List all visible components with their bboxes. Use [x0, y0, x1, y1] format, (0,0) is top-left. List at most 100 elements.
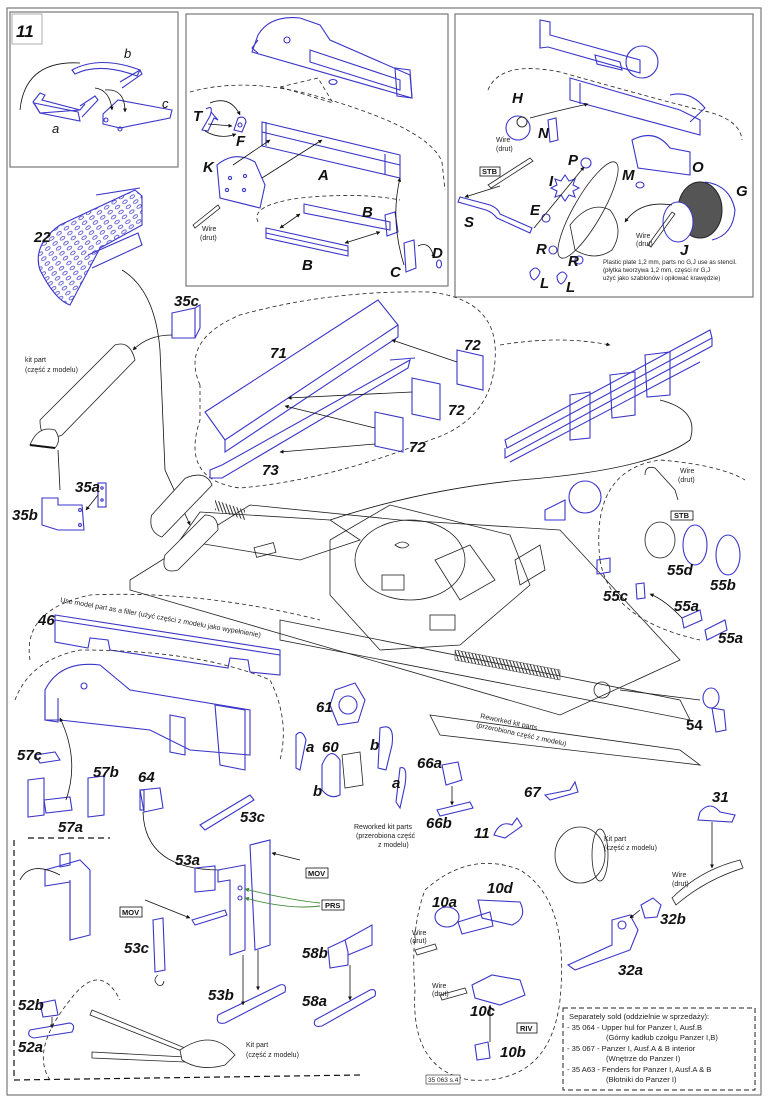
label-60-a-right: a — [392, 775, 400, 792]
inset-11-label-c: c — [162, 96, 169, 111]
part-57-group: 57c 57b 57a — [14, 649, 284, 836]
mov-tag-1: MOV — [308, 869, 325, 878]
label-H: H — [512, 90, 524, 107]
wire-10a-1: Wire — [412, 930, 426, 937]
filler-note: Use model part as a filler (użyć części … — [60, 597, 262, 639]
wire-note-G-2: (drut) — [496, 146, 513, 153]
label-32b: 32b — [660, 911, 686, 928]
label-72-c: 72 — [409, 439, 426, 456]
note-kit-part-exhaust-1: kit part — [25, 357, 46, 364]
label-53c-upper: 53c — [240, 809, 266, 826]
inset-11-label-b: b — [124, 46, 131, 61]
label-66a: 66a — [417, 755, 442, 772]
label-67: 67 — [524, 784, 541, 801]
label-I: I — [549, 173, 554, 190]
kit-part-light-2: (część z modelu) — [604, 845, 657, 852]
label-46: 46 — [37, 612, 55, 629]
label-J: J — [680, 242, 689, 259]
label-10a: 10a — [432, 894, 457, 911]
label-58a: 58a — [302, 993, 327, 1010]
label-55b: 55b — [710, 577, 736, 594]
label-D: D — [432, 245, 443, 262]
label-53c-lower: 53c — [124, 940, 150, 957]
part-54-group: 54 — [619, 687, 727, 734]
label-O: O — [692, 159, 704, 176]
label-72-a: 72 — [464, 337, 481, 354]
label-57c: 57c — [17, 747, 43, 764]
separately-sold-item-3-line-2: (Błotniki do Panzer I) — [606, 1075, 677, 1084]
label-31: 31 — [712, 789, 729, 806]
reworked-60-2: (przerobiona część — [356, 833, 416, 840]
inset-step-11: 11 a b c — [9, 11, 179, 168]
label-E: E — [530, 202, 541, 219]
label-57a: 57a — [58, 819, 83, 836]
part-60-61-group: 61 a 60 b b a Reworked kit parts (przero… — [295, 682, 416, 849]
part-64-group: 64 — [138, 769, 221, 871]
inset-box-G: H Wire (drut) N STB S P I E M O G J — [454, 13, 754, 298]
part-53-group: 53a MOV MOV PRS 53c 53b 58b 58a 5 — [13, 837, 376, 1081]
wire-note-A-1: Wire — [202, 226, 216, 233]
stencil-note-2: (płytka tworzywa 1,2 mm, części nr G,J — [603, 267, 710, 274]
label-S: S — [464, 214, 474, 231]
part-46-group: 46 Use model part as a filler (użyć częś… — [28, 593, 321, 676]
kit-part-jack-1: Kit part — [246, 1042, 268, 1049]
label-22: 22 — [33, 229, 51, 246]
label-10b: 10b — [500, 1044, 526, 1061]
label-58b: 58b — [302, 945, 328, 962]
label-72-b: 72 — [448, 402, 465, 419]
label-G: G — [736, 183, 748, 200]
wire-note-G2-1: Wire — [636, 233, 650, 240]
part-71-73-group: 71 73 72 72 72 — [194, 291, 611, 489]
label-66b: 66b — [426, 815, 452, 832]
part-55-group: Wire (drut) STB 55d 55b 55c 55a 55a — [544, 459, 746, 647]
separately-sold-box: Separately sold (oddzielnie w sprzedaży)… — [562, 1007, 756, 1091]
label-54: 54 — [686, 717, 703, 734]
separately-sold-title: Separately sold (oddzielnie w sprzedaży)… — [569, 1012, 709, 1021]
label-52b: 52b — [18, 997, 44, 1014]
stb-tag-G: STB — [482, 167, 498, 176]
stencil-note-1: Plastic plate 1,2 mm, parts no G,J use a… — [603, 259, 737, 266]
label-M: M — [622, 167, 635, 184]
label-35a: 35a — [75, 479, 100, 496]
kit-part-jack-2: (część z modelu) — [246, 1052, 299, 1059]
page-code: 35 063 s.4 — [428, 1077, 459, 1084]
label-55c: 55c — [603, 588, 629, 605]
label-60-b-right: b — [370, 737, 379, 754]
part-35ab-group: 35a 35b — [12, 479, 107, 531]
label-57b: 57b — [93, 764, 119, 781]
part-22-group: 22 — [33, 187, 191, 526]
label-B-lower: B — [302, 257, 313, 274]
label-64: 64 — [138, 769, 155, 786]
label-55a-1: 55a — [674, 598, 699, 615]
note-kit-part-exhaust-2: (część z modelu) — [25, 367, 78, 374]
wire-32-2: (drut) — [672, 881, 689, 888]
reworked-60-1: Reworked kit parts — [354, 824, 412, 831]
label-C: C — [390, 264, 402, 281]
exhaust-kit-part: kit part (część z modelu) — [25, 343, 136, 491]
label-55a-2: 55a — [718, 630, 743, 647]
tank-hull — [129, 474, 681, 716]
wire-10a-2: (drut) — [410, 938, 427, 945]
label-55d: 55d — [667, 562, 694, 579]
part-10-group: 10a 10d 10c 10b Wire (drut) Wire (drut) … — [410, 862, 563, 1085]
wire-55-2: (drut) — [678, 477, 695, 484]
part-66-67-11-group: 66a 66b 67 11 — [417, 755, 579, 842]
part-53c-upper: 53c — [199, 794, 266, 831]
label-52a: 52a — [18, 1039, 43, 1056]
label-F: F — [236, 133, 246, 150]
prs-tag: PRS — [325, 901, 340, 910]
label-R-1: R — [536, 241, 547, 258]
riv-tag: RIV — [520, 1024, 533, 1033]
stowage-rack-assembled — [329, 329, 713, 521]
label-P: P — [568, 152, 579, 169]
inset-box-A: T F A K Wire (drut) B B C D — [185, 13, 449, 287]
label-A: A — [317, 167, 329, 184]
label-35b: 35b — [12, 507, 38, 524]
part-31-32-group: Kit part (część z modelu) 31 Wire (drut)… — [554, 789, 744, 979]
label-L-2: L — [566, 279, 575, 296]
label-60-b-left: b — [313, 783, 322, 800]
label-60-a-left: a — [306, 739, 314, 756]
label-B-upper: B — [362, 204, 373, 221]
label-10c: 10c — [470, 1003, 496, 1020]
wire-10c-2: (drut) — [432, 991, 449, 998]
